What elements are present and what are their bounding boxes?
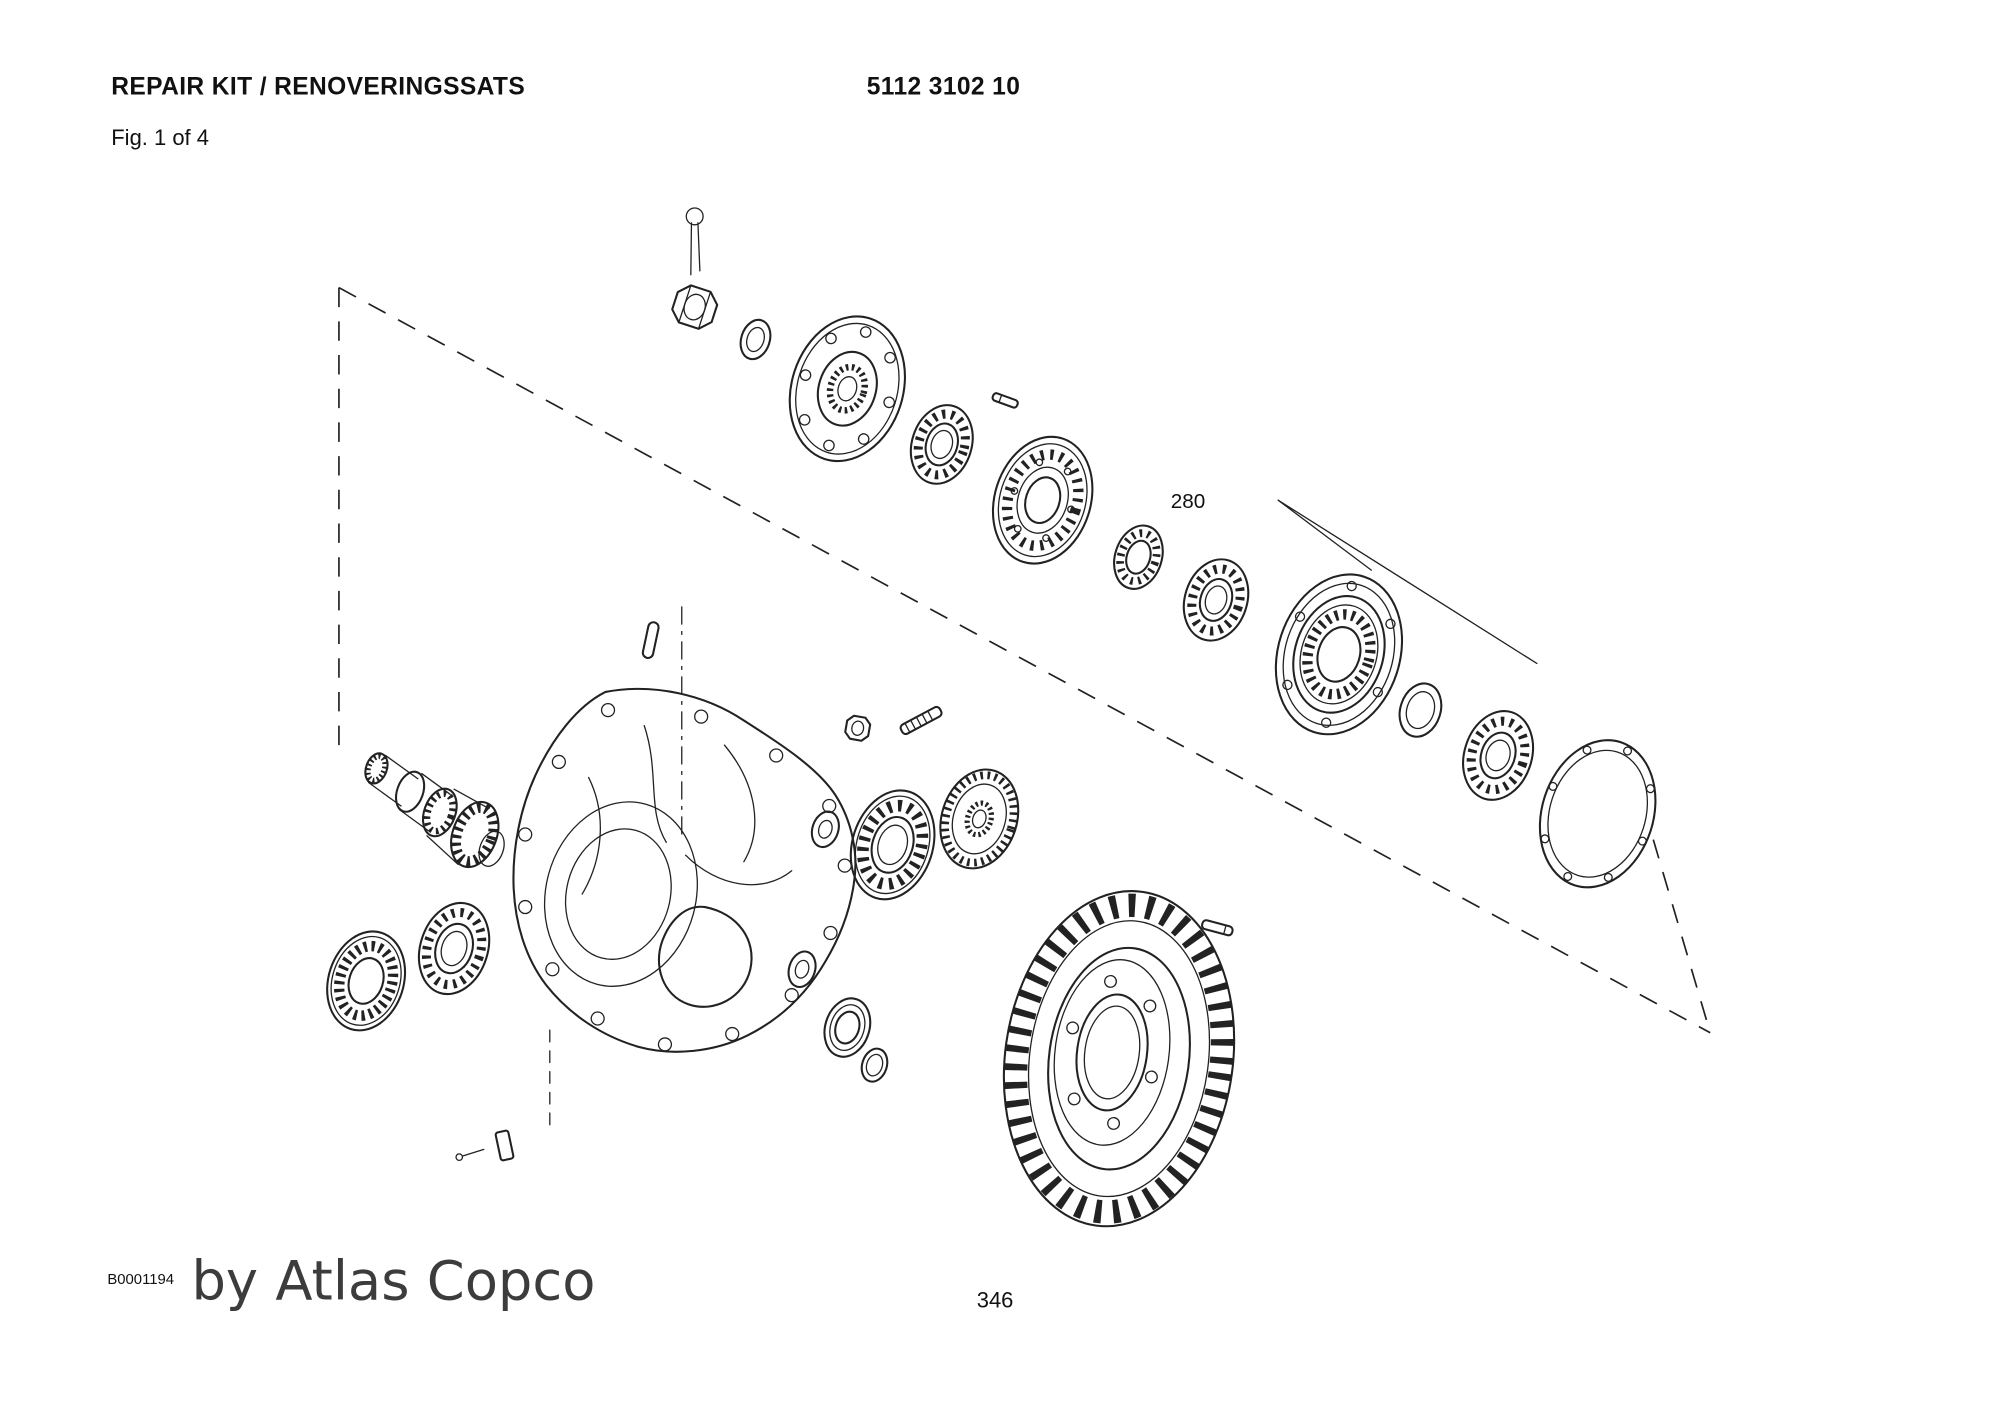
figure-label: Fig. 1 of 4	[111, 125, 209, 150]
callout-leader-lines	[1277, 499, 1538, 665]
page-number: 346	[977, 1287, 1014, 1312]
cotter-pin	[685, 207, 704, 276]
pinion-shaft	[364, 752, 505, 869]
dowel-pin	[1201, 919, 1234, 937]
oil-slinger-ring	[991, 435, 1094, 565]
drawing-code: B0001194	[107, 1272, 174, 1288]
bearing-cup	[417, 901, 491, 996]
doc-number: 5112 3102 10	[867, 74, 1021, 101]
part-callout-280: 280	[1171, 490, 1206, 513]
small-nut	[844, 714, 872, 742]
page-title: REPAIR KIT / RENOVERINGSSATS	[111, 74, 525, 101]
differential-carrier	[512, 687, 857, 1053]
pinion-nut	[671, 284, 719, 330]
bearing-housing	[1274, 573, 1404, 736]
kit-boundary-dashed-outline	[338, 286, 1712, 1034]
threaded-stud	[899, 705, 943, 736]
brand-watermark: by Atlas Copco	[191, 1250, 595, 1313]
woodruff-key	[641, 606, 683, 840]
o-ring	[860, 1047, 889, 1083]
bearing-cone-front	[909, 404, 974, 485]
drive-flange	[788, 315, 906, 463]
shaft-seal	[823, 997, 872, 1058]
hub-bearing	[1462, 710, 1535, 801]
lock-pin	[991, 392, 1019, 409]
side-gear	[939, 768, 1020, 870]
spacer-ring	[1113, 524, 1164, 590]
seal-ring	[1398, 682, 1443, 738]
bearing-cone-rear	[1182, 558, 1250, 642]
spline-washer	[326, 930, 407, 1032]
washer	[739, 318, 772, 361]
retainer-pin	[455, 1029, 551, 1162]
gasket	[1538, 739, 1657, 889]
